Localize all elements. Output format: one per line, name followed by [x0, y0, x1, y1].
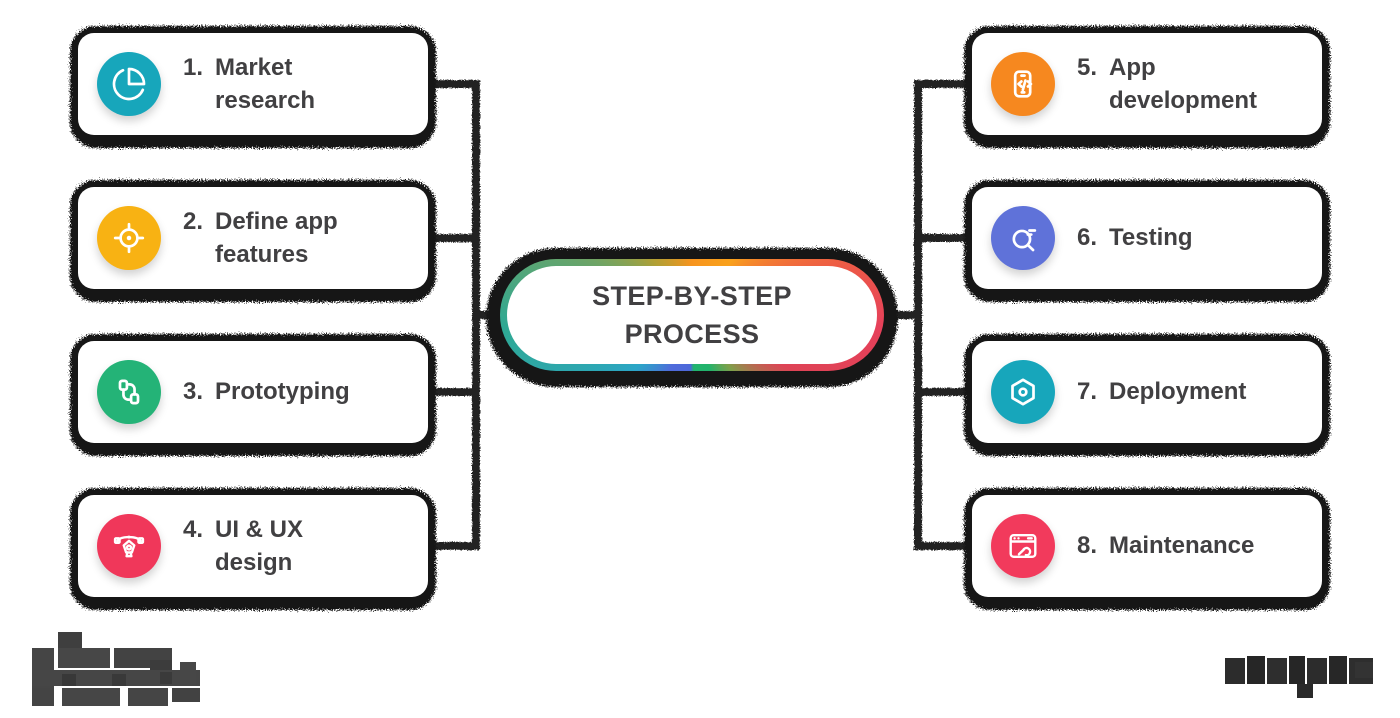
step-label: Testing — [1109, 224, 1193, 252]
step-label: Maintenance — [1109, 532, 1255, 560]
right-stub-4 — [918, 542, 972, 550]
step-number: 6. — [1077, 224, 1098, 252]
pill-gradient-border: STEP-BY-STEP PROCESS — [500, 259, 884, 371]
left-stub-4 — [428, 542, 480, 550]
step-1-badge — [97, 52, 161, 116]
step-card-7-deployment[interactable]: 7. Deployment — [964, 334, 1330, 456]
step-card-6-testing[interactable]: 6. Testing — [964, 180, 1330, 302]
step-label: UI & UX design — [215, 515, 304, 576]
step-card-4-ui-ux-design[interactable]: 4. UI & UX design — [70, 488, 436, 610]
right-stub-2 — [918, 234, 972, 242]
right-stub-1 — [918, 80, 972, 88]
step-number: 5. — [1077, 53, 1098, 81]
center-stub-right — [888, 311, 918, 319]
flow-nodes-icon — [118, 379, 140, 405]
right-stub-3 — [918, 388, 972, 396]
right-trunk-line — [914, 80, 922, 550]
step-number: 2. — [183, 207, 204, 235]
step-card-8-maintenance[interactable]: 8. Maintenance — [964, 488, 1330, 610]
target-icon — [113, 222, 145, 254]
step-label: Define app features — [215, 207, 338, 268]
step-number: 8. — [1077, 532, 1098, 560]
window-wrench-icon — [1009, 534, 1037, 558]
pie-chart-icon — [112, 67, 146, 101]
step-8-badge — [991, 514, 1055, 578]
step-card-1-market-research[interactable]: 1. Market research — [70, 26, 436, 148]
step-number: 4. — [183, 515, 204, 543]
pill-body: STEP-BY-STEP PROCESS — [507, 266, 877, 364]
pill-title-line2: PROCESS — [624, 319, 760, 349]
step-7-badge — [991, 360, 1055, 424]
left-stub-2 — [428, 234, 480, 242]
step-card-3-prototyping[interactable]: 3. Prototyping — [70, 334, 436, 456]
step-card-5-app-development[interactable]: 5. App development — [964, 26, 1330, 148]
pen-tool-icon — [113, 535, 145, 558]
step-number: 7. — [1077, 378, 1098, 406]
step-label: Prototyping — [215, 378, 350, 406]
step-label: Market research — [215, 53, 316, 114]
search-icon — [1012, 229, 1037, 252]
step-2-badge — [97, 206, 161, 270]
step-card-2-define-app-features[interactable]: 2. Define app features — [70, 180, 436, 302]
step-6-badge — [991, 206, 1055, 270]
central-node-step-by-step-process[interactable]: STEP-BY-STEP PROCESS — [486, 248, 898, 387]
step-4-badge — [97, 514, 161, 578]
pixelated-watermark-right — [1225, 656, 1373, 698]
step-5-badge — [991, 52, 1055, 116]
step-3-badge — [97, 360, 161, 424]
left-stub-1 — [428, 80, 480, 88]
phone-code-icon — [1013, 70, 1033, 98]
step-label: Deployment — [1109, 378, 1247, 406]
step-label: App development — [1109, 53, 1258, 114]
left-stub-3 — [428, 388, 480, 396]
hexagon-node-icon — [1011, 378, 1035, 406]
pixelated-watermark-left — [32, 632, 200, 706]
step-number: 3. — [183, 378, 204, 406]
step-number: 1. — [183, 53, 204, 81]
pill-title-line1: STEP-BY-STEP — [592, 280, 792, 311]
